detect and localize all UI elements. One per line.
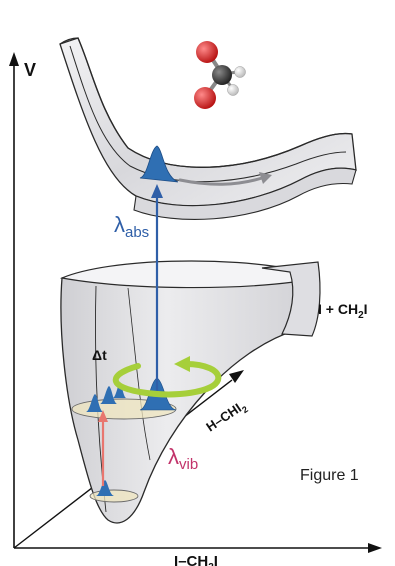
x-axis-label: I–CH2I (174, 553, 218, 566)
dissoc-main: I + CH (318, 301, 358, 317)
lambda-vib-symbol: λ (168, 444, 179, 469)
lambda-abs-symbol: λ (114, 212, 125, 237)
dissoc-tail: I (364, 301, 368, 317)
upper-potential-surface (60, 38, 356, 219)
x-axis-main: I–CH (174, 553, 208, 566)
hydrogen-atom-low (228, 85, 239, 96)
lambda-vib-label: λvib (168, 444, 198, 473)
lambda-vib-subscript: vib (179, 456, 198, 473)
lambda-abs-subscript: abs (125, 224, 149, 241)
lambda-abs-label: λabs (114, 212, 149, 241)
oxygen-atom-bottom (194, 87, 216, 109)
oxygen-atom-top (196, 41, 218, 63)
v-axis-label: V (24, 60, 36, 80)
v-axis-arrowhead (9, 52, 19, 66)
carbon-atom (212, 65, 232, 85)
x-axis-tail: I (214, 553, 218, 566)
dissociation-label: I + CH2I (318, 301, 368, 321)
hydrogen-atom-right (235, 67, 246, 78)
molecule-model (194, 41, 246, 109)
diagonal-axis-label: H–CHI2 (203, 397, 250, 437)
figure-caption: Figure 1 (300, 467, 359, 484)
delta-t-label: Δt (92, 347, 107, 363)
diag-main: H–CHI (203, 400, 244, 434)
x-axis-arrowhead (368, 543, 382, 553)
